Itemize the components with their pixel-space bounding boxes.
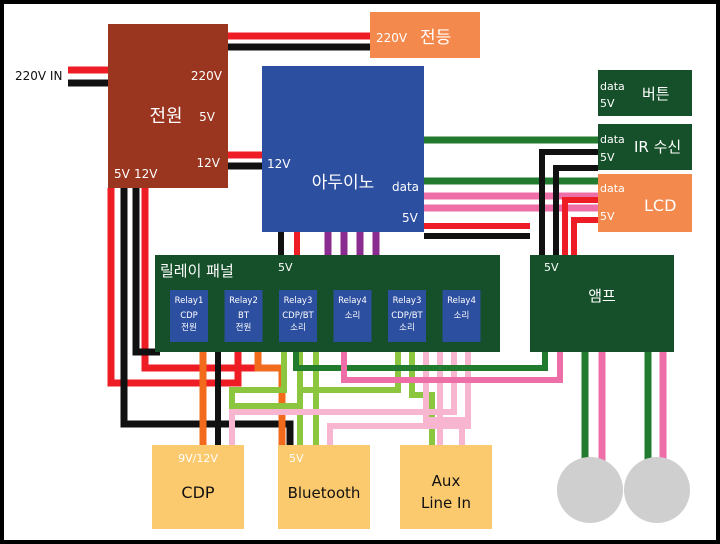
relay-module-name: Relay3 (284, 296, 313, 306)
power-supply: 전원 220V 5V 12V 5V 12V (108, 24, 228, 188)
relay-module-desc1: BT (238, 311, 250, 321)
amp-module: 5V 앰프 (530, 255, 674, 352)
button-box (598, 70, 692, 116)
relay-module-name: Relay2 (229, 296, 258, 306)
relay-module-box (170, 290, 208, 342)
wire-rail-red-1 (562, 197, 598, 255)
wire-rail-red-2 (571, 217, 598, 255)
relay-module-box (388, 290, 426, 342)
bluetooth-module: 5V Bluetooth (278, 445, 370, 529)
relay-module-box (224, 290, 263, 342)
bluetooth-title: Bluetooth (288, 484, 361, 502)
wire-cdp-pink (229, 340, 457, 445)
relay-module-name: Relay4 (338, 296, 367, 306)
light-module: 220V 전등 (370, 12, 480, 58)
wire-amp-green (293, 352, 548, 371)
button-title: 버튼 (642, 85, 670, 103)
aux-box (400, 445, 492, 529)
arduino-title: 아두이노 (312, 173, 375, 193)
arduino-5v-label: 5V (402, 211, 419, 225)
button-data-label: data (600, 80, 625, 93)
relay-module-desc1: 소리 (345, 311, 361, 321)
ir-data-label: data (600, 133, 625, 146)
relay-module-desc1: CDP/BT (282, 311, 314, 321)
power-12v-label: 12V (197, 156, 221, 170)
relay-panel: 릴레이 패널 5V Relay1CDP전원Relay2BT전원Relay3CDP… (155, 255, 500, 352)
ir-box (598, 124, 692, 170)
lcd-title: LCD (644, 196, 676, 215)
relay-module-name: Relay4 (447, 296, 476, 306)
ir-module: data 5V IR 수신 (598, 124, 692, 170)
wire-rail-black-1 (539, 149, 598, 255)
light-box (370, 12, 480, 58)
button-5v-label: 5V (600, 97, 615, 110)
arduino-box (262, 66, 424, 232)
wire-12v-black (132, 188, 160, 356)
amp-box (530, 255, 674, 352)
cdp-title: CDP (181, 483, 214, 502)
relay-module-box (279, 290, 317, 342)
ir-5v-label: 5V (600, 151, 615, 164)
relay-modules: Relay1CDP전원Relay2BT전원Relay3CDP/BT소리Relay… (170, 290, 481, 342)
lcd-data-label: data (600, 182, 625, 195)
relay-module-box (333, 290, 372, 342)
aux-title-line2: Line In (421, 494, 471, 512)
power-bottom-5v-label: 5V (114, 167, 131, 181)
arduino-12v-label: 12V (267, 157, 291, 171)
amp-title: 앰프 (588, 287, 616, 305)
speaker-left (557, 457, 623, 523)
relay-module-desc1: CDP (180, 311, 198, 321)
lcd-5v-label: 5V (600, 210, 615, 223)
relay-panel-5v-label: 5V (278, 261, 293, 274)
bluetooth-box (278, 445, 370, 529)
arduino-data-label: data (392, 180, 419, 194)
cdp-voltage: 9V/12V (178, 452, 218, 465)
wire-5v-red (107, 188, 242, 387)
bluetooth-voltage: 5V (289, 452, 304, 465)
relay-module-box (442, 290, 481, 342)
speaker-right (624, 457, 690, 523)
relay-module-desc1: CDP/BT (391, 311, 423, 321)
wire-5v-black (120, 188, 294, 445)
wire-relay-signals (324, 232, 380, 255)
cdp-box (152, 445, 244, 529)
light-title: 전등 (420, 28, 451, 48)
wire-rail-black-2 (553, 165, 598, 255)
wire-amp-pink (341, 352, 563, 383)
relay-module-desc2: 소리 (399, 323, 415, 333)
relay-module-name: Relay3 (393, 296, 422, 306)
relay-module-desc2: 전원 (236, 322, 252, 333)
cdp-module: 9V/12V CDP (152, 445, 244, 529)
relay-module-name: Relay1 (175, 296, 204, 306)
power-title: 전원 (149, 106, 182, 127)
mains-input-label: 220V IN (15, 69, 62, 83)
power-220v-label: 220V (191, 69, 223, 83)
wire-cdp-lime-2 (233, 340, 303, 410)
relay-module-desc2: 소리 (290, 323, 306, 333)
light-voltage: 220V (376, 31, 408, 45)
lcd-box (598, 174, 692, 232)
arduino-board: 아두이노 12V data 5V (262, 66, 424, 232)
aux-module: Aux Line In (400, 445, 492, 529)
ir-title: IR 수신 (634, 138, 681, 156)
power-box (108, 24, 228, 188)
wires (68, 32, 667, 465)
relay-panel-title: 릴레이 패널 (160, 262, 234, 280)
aux-title-line1: Aux (432, 472, 461, 490)
lcd-module: data 5V LCD (598, 174, 692, 232)
power-bottom-12v-label: 12V (134, 167, 158, 181)
amp-5v-label: 5V (544, 261, 559, 274)
relay-module-desc2: 전원 (181, 322, 197, 333)
button-module: data 5V 버튼 (598, 70, 692, 116)
power-5v-label: 5V (199, 110, 216, 124)
relay-module-desc1: 소리 (454, 311, 470, 321)
